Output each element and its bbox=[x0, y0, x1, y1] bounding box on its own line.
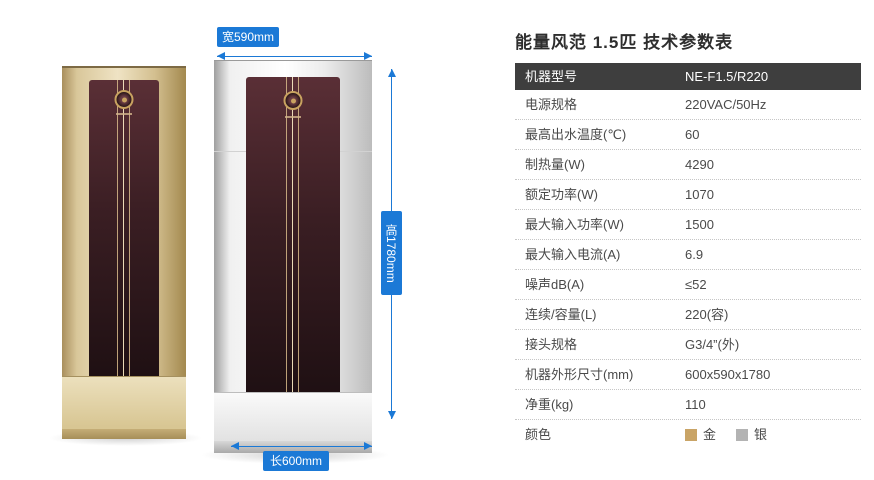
table-row: 额定功率(W) 1070 bbox=[515, 180, 861, 210]
table-row: 制热量(W) 4290 bbox=[515, 150, 861, 180]
unit-base bbox=[62, 376, 186, 439]
color-options: 金 银 bbox=[685, 420, 767, 449]
spec-value: 600x590x1780 bbox=[685, 367, 771, 382]
spec-label: 额定功率(W) bbox=[525, 187, 598, 202]
table-row: 连续/容量(L) 220(容) bbox=[515, 300, 861, 330]
table-row: 机器外形尺寸(mm) 600x590x1780 bbox=[515, 360, 861, 390]
brand-mark bbox=[285, 116, 301, 118]
table-row: 最大输入电流(A) 6.9 bbox=[515, 240, 861, 270]
color-option-label: 银 bbox=[754, 427, 768, 442]
table-row: 净重(kg) 110 bbox=[515, 390, 861, 420]
spec-label: 机器型号 bbox=[525, 69, 578, 84]
brand-emblem-icon bbox=[114, 90, 134, 109]
spec-value: 4290 bbox=[685, 157, 714, 172]
spec-value: G3/4”(外) bbox=[685, 337, 740, 352]
dimension-line-width bbox=[217, 52, 372, 60]
spec-value: 110 bbox=[685, 397, 706, 412]
spec-table-section: 能量风范 1.5匹 技术参数表 机器型号 NE-F1.5/R220 电源规格 2… bbox=[515, 28, 861, 449]
dimension-badge-height: 高1780mm bbox=[381, 211, 402, 295]
gold-color-swatch bbox=[685, 428, 697, 441]
color-option-label: 金 bbox=[703, 427, 717, 442]
table-header-row: 机器型号 NE-F1.5/R220 bbox=[515, 63, 861, 90]
table-row: 最大输入功率(W) 1500 bbox=[515, 210, 861, 240]
page-title: 能量风范 1.5匹 技术参数表 bbox=[515, 33, 734, 52]
spec-label: 最大输入电流(A) bbox=[525, 247, 621, 262]
spec-value: 220(容) bbox=[685, 307, 729, 322]
table-row: 接头规格 G3/4”(外) bbox=[515, 330, 861, 360]
spec-value: 220VAC/50Hz bbox=[685, 97, 767, 112]
silver-color-swatch bbox=[736, 428, 749, 441]
table-row: 电源规格 220VAC/50Hz bbox=[515, 90, 861, 120]
spec-label: 连续/容量(L) bbox=[525, 307, 597, 322]
dimension-badge-length: 长600mm bbox=[263, 451, 329, 471]
spec-value: 6.9 bbox=[685, 247, 704, 262]
spec-label: 接头规格 bbox=[525, 337, 578, 352]
spec-label: 噪声dB(A) bbox=[525, 277, 585, 292]
dimension-badge-width: 宽590mm bbox=[217, 27, 279, 47]
spec-label: 电源规格 bbox=[525, 97, 578, 112]
front-panel bbox=[246, 77, 340, 393]
spec-label: 最高出水温度(℃) bbox=[525, 127, 627, 142]
spec-value: 1500 bbox=[685, 217, 714, 232]
spec-label: 最大输入功率(W) bbox=[525, 217, 624, 232]
spec-value: ≤52 bbox=[685, 277, 707, 292]
spec-label: 颜色 bbox=[525, 427, 552, 442]
spec-label: 净重(kg) bbox=[525, 397, 574, 412]
spec-label: 机器外形尺寸(mm) bbox=[525, 367, 634, 382]
spec-label: 制热量(W) bbox=[525, 157, 585, 172]
brand-mark bbox=[116, 113, 132, 115]
unit-base bbox=[214, 392, 372, 453]
dimension-line-length bbox=[231, 442, 372, 450]
table-row: 最高出水温度(℃) 60 bbox=[515, 120, 861, 150]
spec-value: NE-F1.5/R220 bbox=[685, 69, 769, 84]
table-row-color: 颜色 金 银 bbox=[515, 420, 861, 449]
spec-table: 机器型号 NE-F1.5/R220 电源规格 220VAC/50Hz 最高出水温… bbox=[515, 63, 861, 449]
front-panel bbox=[89, 80, 159, 376]
product-image-gold-unit bbox=[62, 66, 186, 439]
brand-emblem-icon bbox=[283, 91, 303, 110]
product-image-silver-unit bbox=[214, 60, 372, 453]
table-row: 噪声dB(A) ≤52 bbox=[515, 270, 861, 300]
spec-value: 1070 bbox=[685, 187, 714, 202]
spec-value: 60 bbox=[685, 127, 700, 142]
